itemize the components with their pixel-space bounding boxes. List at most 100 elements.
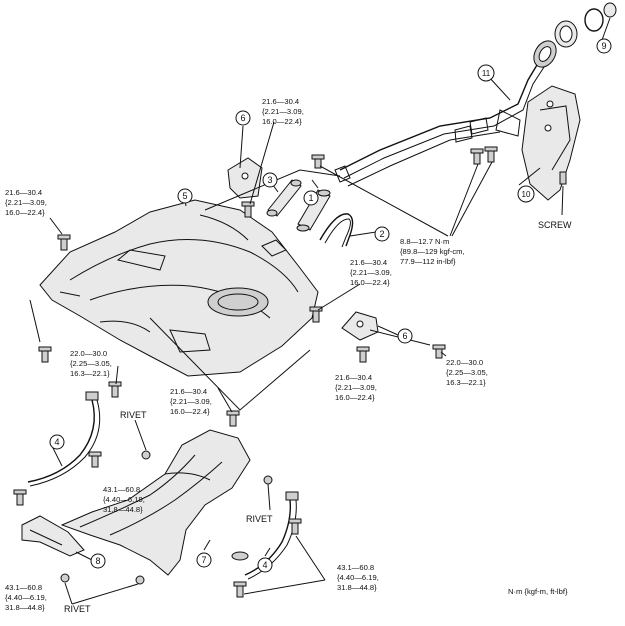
callout-10: 10 bbox=[517, 185, 535, 203]
bracket-6-upper bbox=[227, 157, 263, 199]
torque-line: 21.6—30.4 bbox=[350, 258, 387, 267]
screw-label: SCREW bbox=[538, 220, 572, 230]
torque-line: 16.0—22.4} bbox=[262, 117, 302, 126]
callout-2-number: 2 bbox=[379, 229, 384, 239]
torque-line: 31.8—44.8} bbox=[103, 505, 143, 514]
torque-spec-insulator: 21.6—30.4 {2.21—3.09, 16.0—22.4} bbox=[170, 387, 212, 416]
callout-11: 11 bbox=[477, 64, 495, 82]
torque-line: {2.21—3.09, bbox=[5, 198, 47, 207]
torque-line: {2.21—3.09, bbox=[335, 383, 377, 392]
tank-insulator bbox=[60, 429, 251, 576]
bolt bbox=[233, 581, 247, 598]
torque-spec-pipe-clamp: 8.8—12.7 N·m {89.8—129 kgf-cm, 77.9—112 … bbox=[400, 237, 465, 266]
torque-line: 31.8—44.8} bbox=[337, 583, 377, 592]
callout-6b-number: 6 bbox=[402, 331, 407, 341]
callout-11-number: 11 bbox=[482, 69, 491, 78]
torque-spec-upper-bracket: 21.6—30.4 {2.21—3.09, 16.0—22.4} bbox=[262, 97, 304, 126]
torque-spec-right-strap-bolt: 22.0—30.0 {2.25—3.05, 16.3—22.1} bbox=[446, 358, 488, 387]
torque-line: 43.1—60.8 bbox=[103, 485, 140, 494]
torque-line: 43.1—60.8 bbox=[337, 563, 374, 572]
torque-line: 16.0—22.4} bbox=[5, 208, 45, 217]
bolt bbox=[309, 306, 323, 323]
torque-line: 8.8—12.7 N·m bbox=[400, 237, 449, 246]
torque-line: 43.1—60.8 bbox=[5, 583, 42, 592]
bolt bbox=[470, 148, 484, 165]
torque-spec-lower-bracket: 21.6—30.4 {2.21—3.09, 16.0—22.4} bbox=[335, 373, 377, 402]
rivet bbox=[60, 573, 70, 583]
torque-line: 22.0—30.0 bbox=[70, 349, 107, 358]
bolt bbox=[432, 344, 446, 359]
rivet-label-lower: RIVET bbox=[64, 604, 91, 614]
callout-7: 7 bbox=[196, 552, 212, 568]
callout-8-number: 8 bbox=[95, 556, 100, 566]
bolt bbox=[38, 346, 52, 363]
torque-line: 21.6—30.4 bbox=[5, 188, 42, 197]
callout-6b: 6 bbox=[397, 328, 413, 344]
filler-hose-1 bbox=[296, 189, 331, 232]
bolt bbox=[356, 346, 370, 363]
callout-4a-number: 4 bbox=[54, 437, 59, 447]
bolt bbox=[311, 154, 325, 169]
screw bbox=[559, 171, 567, 185]
bolts bbox=[13, 146, 567, 598]
breather-hose-2 bbox=[319, 213, 354, 248]
callout-1: 1 bbox=[303, 190, 319, 206]
callout-4b-number: 4 bbox=[262, 560, 267, 570]
filler-neck-bracket bbox=[521, 85, 581, 201]
rivet-label-upper: RIVET bbox=[120, 410, 147, 420]
bolt bbox=[108, 381, 122, 398]
torque-line: {2.21—3.09, bbox=[262, 107, 304, 116]
torque-spec-strap-lower-right: 43.1—60.8 {4.40—6.19, 31.8—44.8} bbox=[337, 563, 379, 592]
callout-4b: 4 bbox=[257, 557, 273, 573]
torque-line: 21.6—30.4 bbox=[170, 387, 207, 396]
rivet bbox=[141, 450, 151, 460]
torque-line: 16.0—22.4} bbox=[170, 407, 210, 416]
callout-7-number: 7 bbox=[201, 555, 206, 565]
hose-3 bbox=[266, 179, 302, 217]
callout-9-number: 9 bbox=[601, 41, 606, 51]
torque-line: {89.8—129 kgf-cm, bbox=[400, 247, 465, 256]
leader-lines bbox=[29, 17, 611, 605]
callout-5-number: 5 bbox=[182, 191, 187, 201]
fuel-filler-pipe bbox=[334, 40, 557, 187]
callout-6a-number: 6 bbox=[240, 113, 245, 123]
filler-cap bbox=[554, 2, 617, 48]
callout-10-number: 10 bbox=[522, 190, 531, 199]
torque-line: {2.25—3.05, bbox=[70, 359, 112, 368]
torque-line: {4.40—6.19, bbox=[337, 573, 379, 582]
bracket-6-lower bbox=[341, 311, 379, 341]
torque-spec-strap-center: 43.1—60.8 {4.40—6.19, 31.8—44.8} bbox=[103, 485, 145, 514]
callout-4a: 4 bbox=[49, 434, 65, 450]
torque-spec-strap-lower-left: 43.1—60.8 {4.40—6.19, 31.8—44.8} bbox=[5, 583, 47, 612]
fuel-tank bbox=[39, 199, 319, 377]
callout-8: 8 bbox=[90, 553, 106, 569]
torque-spec-tank-right: 21.6—30.4 {2.21—3.09, 16.0—22.4} bbox=[350, 258, 392, 287]
callout-1-number: 1 bbox=[308, 193, 313, 203]
torque-line: 16.3—22.1} bbox=[446, 378, 486, 387]
bolt bbox=[288, 518, 302, 535]
callout-9: 9 bbox=[596, 38, 612, 54]
bolt bbox=[57, 234, 71, 251]
unit-legend: N·m {kgf-m, ft-lbf} bbox=[508, 587, 568, 596]
bolt bbox=[241, 201, 255, 218]
callout-3: 3 bbox=[262, 172, 278, 188]
rivet bbox=[263, 475, 273, 485]
torque-line: 22.0—30.0 bbox=[446, 358, 483, 367]
tank-strap-left bbox=[27, 391, 101, 487]
torque-line: {2.25—3.05, bbox=[446, 368, 488, 377]
torque-line: 31.8—44.8} bbox=[5, 603, 45, 612]
torque-spec-upper-left: 21.6—30.4 {2.21—3.09, 16.0—22.4} bbox=[5, 188, 47, 217]
rivet-label-center: RIVET bbox=[246, 514, 273, 524]
callout-3-number: 3 bbox=[267, 175, 272, 185]
torque-line: 21.6—30.4 bbox=[262, 97, 299, 106]
bolt bbox=[484, 146, 498, 163]
torque-line: 16.3—22.1} bbox=[70, 369, 110, 378]
torque-line: 16.0—22.4} bbox=[350, 278, 390, 287]
torque-line: {2.21—3.09, bbox=[170, 397, 212, 406]
rivet bbox=[135, 575, 145, 585]
torque-line: {2.21—3.09, bbox=[350, 268, 392, 277]
torque-line: {4.40—6.19, bbox=[103, 495, 145, 504]
torque-spec-left-strap-bolt: 22.0—30.0 {2.25—3.05, 16.3—22.1} bbox=[70, 349, 112, 378]
